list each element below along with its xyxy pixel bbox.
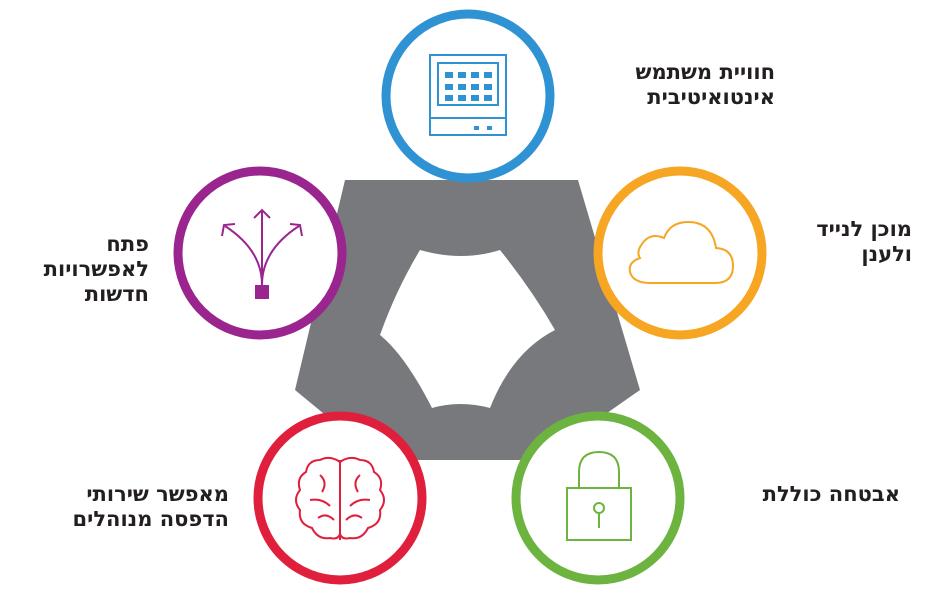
central-hub-shape — [295, 180, 640, 460]
feature-managed-print — [253, 411, 427, 585]
cloud-icon — [628, 220, 735, 284]
feature-intuitive — [381, 9, 555, 183]
circle-ring — [593, 166, 767, 340]
feature-mobile-cloud — [593, 166, 767, 340]
label-line: מוכן לנייד — [816, 217, 912, 241]
label-new-options: פתח לאפשרויות חדשות — [44, 232, 149, 307]
label-line: חדשות — [84, 282, 149, 306]
label-managed-print: מאפשר שירותי הדפסה מנוהלים — [73, 482, 229, 532]
circle-ring — [173, 166, 347, 340]
label-line: חוויית משתמש — [635, 60, 775, 84]
label-line: ולענן — [861, 242, 912, 266]
label-security: אבטחה כוללת — [763, 482, 900, 507]
label-line: אינטואיטיבית — [647, 85, 775, 109]
padlock-icon — [566, 450, 632, 541]
label-line: אבטחה כוללת — [762, 482, 900, 506]
key-grid — [445, 72, 492, 130]
label-mobile-cloud: מוכן לנייד ולענן — [816, 217, 912, 267]
branching-arrows-icon — [221, 208, 303, 286]
feature-new-options — [173, 166, 347, 340]
feature-security — [511, 411, 685, 585]
label-line: הדפסה מנוהלים — [72, 507, 229, 531]
brain-icon — [295, 456, 385, 540]
label-line: מאפשר שירותי — [86, 482, 229, 506]
keyboard-screen-icon — [429, 54, 507, 136]
label-line: לאפשרויות — [43, 257, 149, 281]
label-line: פתח — [106, 232, 149, 256]
circle-ring — [381, 9, 555, 183]
label-intuitive: חוויית משתמש אינטואיטיבית — [636, 60, 775, 110]
circle-ring — [511, 411, 685, 585]
